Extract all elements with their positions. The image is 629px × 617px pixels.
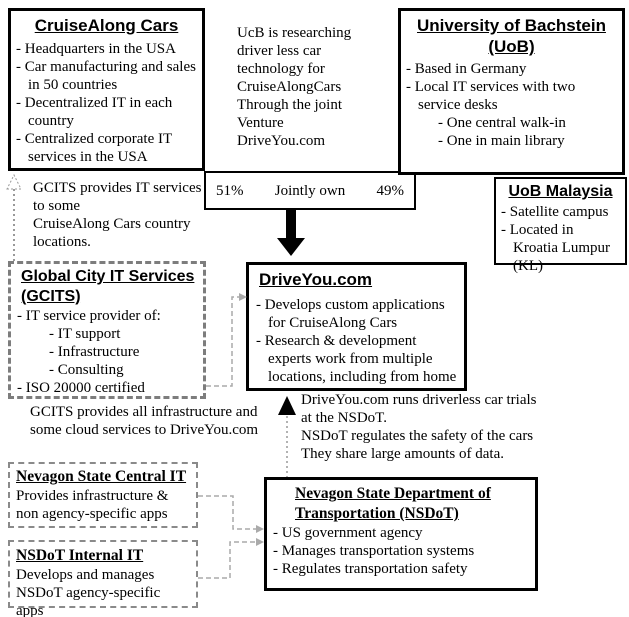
driveyou-item: - Develops custom applications for Cruis… (256, 297, 445, 332)
gcits-subitem: - Infrastructure (49, 344, 140, 360)
note-gcits-provides-some: GCITS provides IT services to some Cruis… (33, 180, 202, 250)
nevagon-central-body: Provides infrastructure & non agency-spe… (16, 488, 169, 523)
joint-right-percent: 49% (376, 182, 405, 199)
box-gcits: Global City IT Services (GCITS) - IT ser… (8, 261, 206, 399)
box-uob-malaysia: UoB Malaysia - Satellite campus - Locate… (494, 177, 627, 274)
gcits-subitem: - Consulting (49, 362, 124, 378)
joint-venture-down-arrow-icon (277, 209, 305, 256)
uob-subitem: - One central walk-in (438, 114, 566, 131)
nsdot-internal-to-nsdot-connector (198, 541, 256, 579)
cruisealong-item: - Headquarters in the USA (16, 41, 176, 58)
driveyou-title: DriveYou.com (259, 270, 373, 289)
uob-malaysia-item: - Located in Kroatia Lumpur (KL) (501, 222, 611, 274)
joint-left-percent: 51% (216, 182, 244, 199)
uob-item: - Based in Germany (406, 60, 527, 77)
box-jointly-own: 51% Jointly own 49% (204, 171, 416, 210)
nsdot-internal-title: NSDoT Internal IT (16, 547, 144, 564)
nsdot-item: - US government agency (273, 525, 423, 542)
box-driveyou: DriveYou.com - Develops custom applicati… (246, 262, 467, 391)
nevagon-central-title: Nevagon State Central IT (16, 468, 187, 485)
nevagon-central-to-nsdot-connector (198, 495, 256, 530)
cruisealong-title: CruiseAlong Cars (34, 16, 179, 35)
joint-label: Jointly own (274, 182, 346, 199)
nevagon-central-to-nsdot-arrowhead-icon (256, 525, 264, 533)
uob-subitem: - One in main library (438, 132, 565, 149)
driveyou-item: - Research & development experts work fr… (256, 333, 457, 386)
gcits-item: - ISO 20000 certified (17, 380, 145, 396)
cruisealong-item: - Car manufacturing and sales in 50 coun… (16, 59, 196, 94)
uob-malaysia-item: - Satellite campus (501, 204, 609, 220)
gcits-title: Global City IT Services (GCITS) (21, 268, 195, 305)
note-ucb-research: UcB is researching driver less car techn… (237, 25, 352, 149)
gcits-to-driveyou-connector (206, 296, 239, 387)
cruisealong-item: - Decentralized IT in each country (16, 95, 173, 130)
gcits-to-cruisealong-up-arrow-icon (6, 173, 22, 190)
gcits-item: - IT service provider of: (17, 308, 161, 324)
gcits-subitem: - IT support (49, 326, 121, 342)
box-nevagon-state-central-it: Nevagon State Central IT Provides infras… (8, 462, 198, 528)
uob-item: - Local IT services with two service des… (406, 78, 576, 113)
box-cruisealong-cars: CruiseAlong Cars - Headquarters in the U… (8, 8, 205, 171)
box-university-of-bachstein: University of Bachstein (UoB) - Based in… (398, 8, 625, 175)
note-gcits-provides-all: GCITS provides all infrastructure and so… (30, 404, 259, 438)
box-nsdot: Nevagon State Department of Transportati… (264, 477, 538, 591)
cruisealong-item: - Centralized corporate IT services in t… (16, 131, 172, 166)
uob-malaysia-title: UoB Malaysia (508, 183, 613, 200)
nsdot-internal-to-nsdot-arrowhead-icon (256, 538, 264, 546)
box-nsdot-internal-it: NSDoT Internal IT Develops and manages N… (8, 540, 198, 617)
uob-title: University of Bachstein (UoB) (417, 16, 606, 57)
nsdot-internal-body: Develops and manages NSDoT agency-specif… (16, 567, 161, 617)
note-driveyou-nsdot: DriveYou.com runs driverless car trials … (301, 392, 537, 462)
nsdot-title: Nevagon State Department of Transportati… (295, 485, 491, 523)
nsdot-item: - Manages transportation systems (273, 543, 475, 560)
nsdot-item: - Regulates transportation safety (273, 561, 468, 578)
